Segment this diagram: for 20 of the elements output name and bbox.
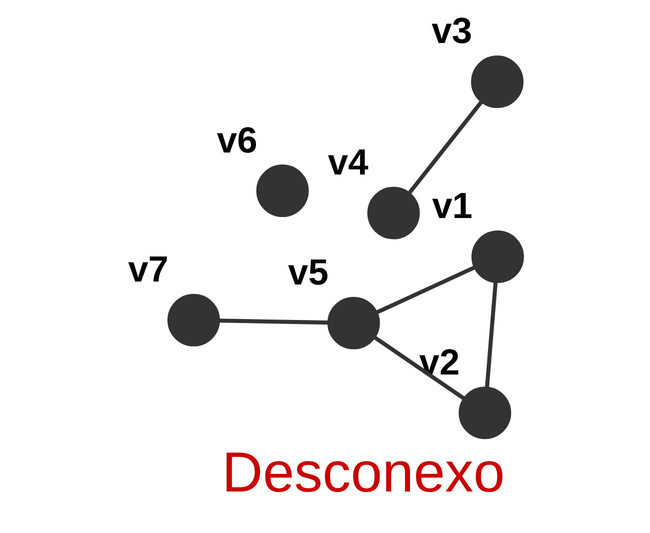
node-circle <box>470 56 523 108</box>
node-label: v5 <box>288 252 328 292</box>
node-circle <box>366 186 420 240</box>
node-circle <box>256 164 308 218</box>
node-label: v6 <box>216 119 257 160</box>
node-label: v2 <box>418 341 460 382</box>
connector <box>218 318 328 325</box>
node-label: v7 <box>128 248 168 290</box>
connector <box>376 266 475 314</box>
node-circle <box>166 294 220 346</box>
node-label: v3 <box>431 10 472 52</box>
connector <box>374 336 464 400</box>
node-circle <box>470 230 524 283</box>
node-circle <box>326 296 380 350</box>
node-label: v4 <box>327 141 368 182</box>
caption: Desconexo <box>222 440 504 504</box>
connector <box>407 100 483 194</box>
connector <box>484 282 498 388</box>
node-circle <box>458 386 511 440</box>
node-label: v1 <box>432 185 472 226</box>
